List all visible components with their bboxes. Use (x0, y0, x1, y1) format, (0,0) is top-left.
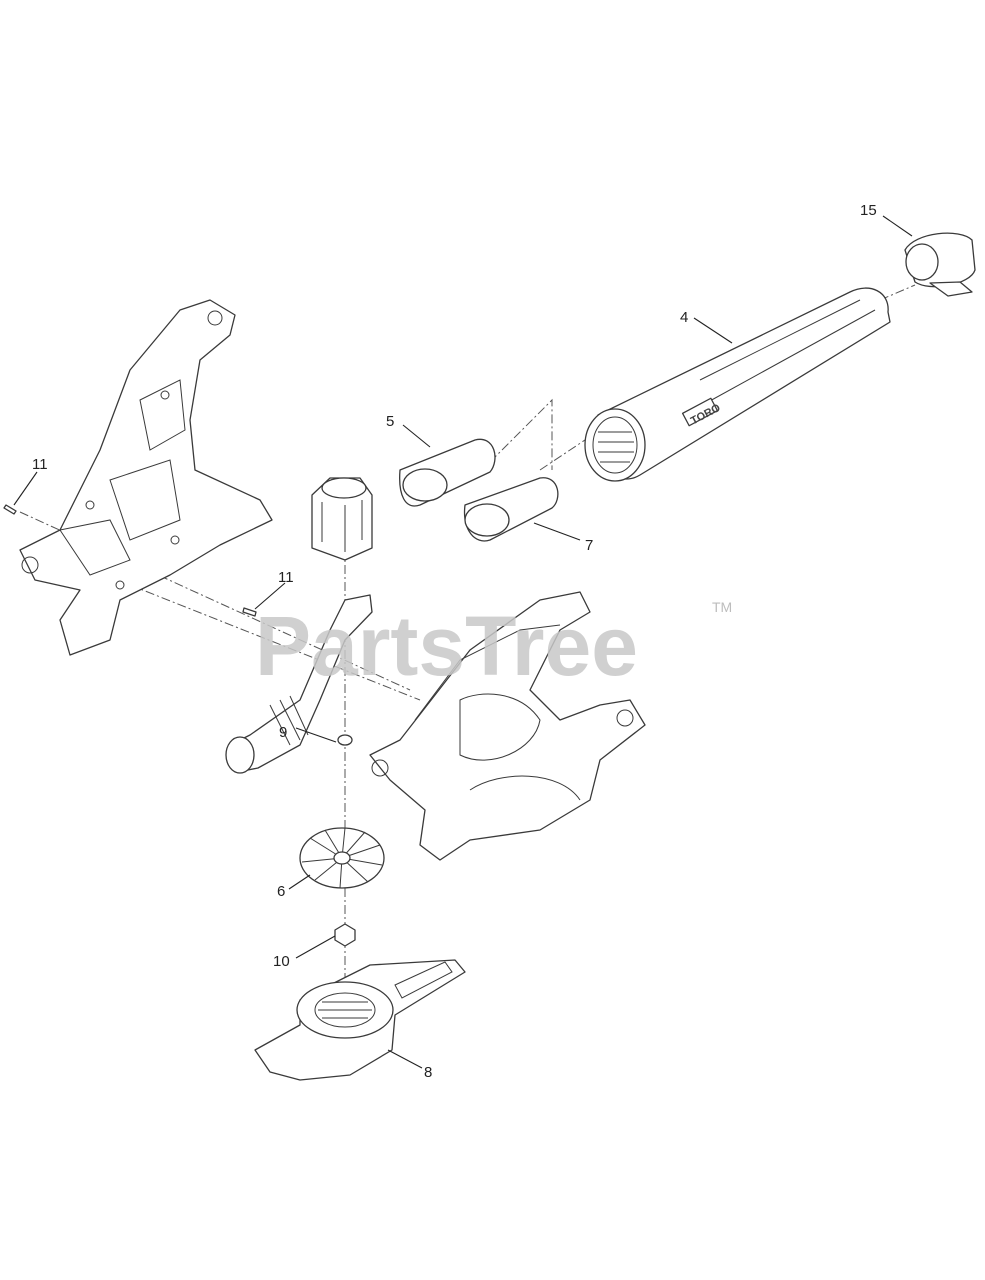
part-5-flat-nozzle[interactable] (399, 438, 496, 507)
callout-labels: 15 4 5 7 11 11 9 6 10 8 (32, 202, 877, 1081)
part-4-blower-tube[interactable]: TORO (584, 287, 891, 482)
callout-10: 10 (273, 953, 290, 970)
part-15-nozzle-tip[interactable] (904, 232, 976, 297)
callout-11-lower: 11 (278, 569, 294, 586)
motor[interactable] (311, 477, 373, 561)
callout-7: 7 (585, 537, 593, 554)
right-housing-half[interactable] (369, 591, 646, 861)
callout-11-upper: 11 (32, 456, 48, 473)
callout-9: 9 (279, 724, 287, 741)
part-7-round-nozzle[interactable] (463, 477, 559, 542)
part-11-screw-upper[interactable] (3, 504, 17, 515)
watermark-text: PartsTree (255, 599, 638, 693)
callout-15: 15 (860, 202, 877, 219)
handle-switch-assembly[interactable] (225, 594, 373, 774)
callout-5: 5 (386, 413, 394, 430)
leader-lines (13, 215, 913, 1069)
left-housing-half[interactable] (19, 299, 273, 656)
part-10-nut[interactable] (334, 923, 356, 947)
callout-8: 8 (424, 1064, 432, 1081)
callout-4: 4 (680, 309, 688, 326)
watermark-trademark: TM (712, 599, 732, 615)
part-11-screw-lower[interactable] (242, 607, 257, 617)
watermark: PartsTree TM (255, 599, 732, 693)
callout-6: 6 (277, 883, 285, 900)
part-6-impeller-fan[interactable] (299, 827, 385, 889)
part-9-washer[interactable] (337, 734, 353, 746)
part-8-fan-cover[interactable] (254, 959, 466, 1081)
